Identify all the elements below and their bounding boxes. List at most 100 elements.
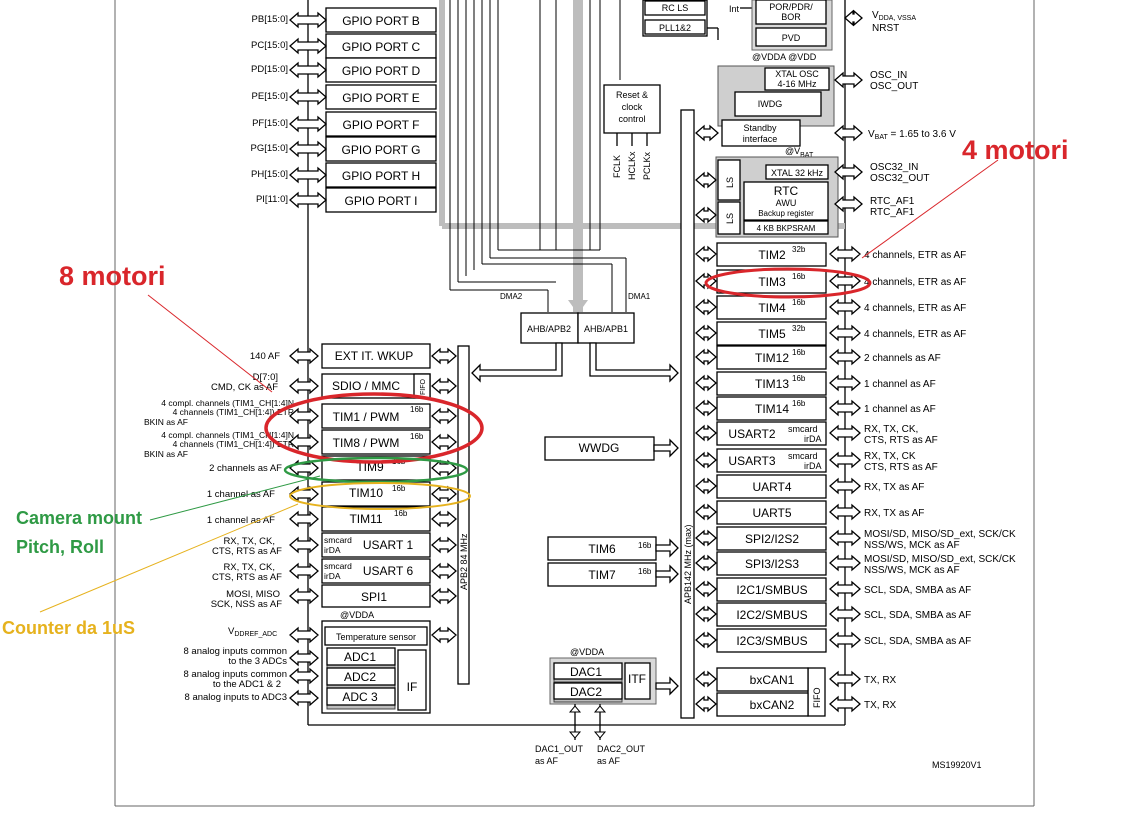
apb1-peripheral-label: USART3 (728, 454, 775, 468)
apb1-peripheral-box (716, 526, 827, 551)
apb2-pin-arrow (289, 433, 319, 451)
dac2-label: DAC2 (570, 685, 602, 699)
apb1-pin-arrow (829, 631, 861, 649)
apb1-pin-arrow (829, 580, 861, 598)
apb1-peripheral-pin: 1 channel as AF (864, 404, 936, 415)
apb1-peripheral-pin: RX, TX as AF (864, 482, 924, 493)
apb2-pin-arrow (289, 667, 319, 685)
tim10-tag: 16b (392, 484, 406, 493)
gpio-port-arrow (289, 88, 327, 106)
apb1-pin-arrow (829, 529, 861, 547)
gpio-port-box (325, 187, 437, 213)
apb1-peripheral-box (716, 396, 827, 421)
apb1-peripheral-box (716, 577, 827, 602)
apb2-bus: APB2 84 MHz (457, 345, 470, 685)
gpio-port-arrow (289, 115, 327, 133)
gpio-port-pin: PC[15:0] (251, 40, 288, 51)
dac2-out-af: as AF (597, 756, 621, 766)
tim8-label: TIM8 / PWM (333, 436, 400, 450)
adc-pin-1a: 8 analog inputs common (183, 646, 287, 657)
awu-label: AWU (776, 198, 797, 208)
apb1-peripheral-pin: SCL, SDA, SMBA as AF (864, 636, 971, 647)
apb1-peripheral-pin: 2 channels as AF (864, 353, 941, 364)
power-pin-arrow (834, 71, 863, 89)
gpio-port-arrow (289, 166, 327, 184)
tim8-pin-3: BKIN as AF (144, 449, 188, 459)
apb1-pin-arrow (829, 298, 861, 316)
spi1-label: SPI1 (361, 590, 387, 604)
can-fifo-label: FIFO (812, 688, 822, 709)
figure-id: MS19920V1 (932, 760, 982, 770)
reset-label-2: clock (622, 102, 643, 112)
apb1-peripheral-box (716, 500, 827, 525)
apb1-bus-label: APB142 MHz (max) (683, 524, 693, 604)
internal-bus-matrix (439, 0, 845, 314)
apb2-bus-arrow (431, 510, 457, 528)
tim1-label: TIM1 / PWM (333, 410, 400, 424)
apb1-bus-arrow (695, 554, 717, 572)
apb2-bus-arrow (431, 626, 457, 644)
gpio-port-label: GPIO PORT H (342, 169, 420, 183)
usart1-pin-1: RX, TX, CK, (223, 536, 275, 547)
usart1-label: USART 1 (363, 538, 414, 552)
apb2-bus-arrow (431, 407, 457, 425)
usart6-tag-2: irDA (324, 571, 341, 581)
apb2-bus-arrow (431, 485, 457, 503)
xtal-osc-label-1: XTAL OSC (775, 69, 819, 79)
apb1-peripheral-label: UART4 (752, 480, 791, 494)
tim7-tag: 16b (638, 567, 652, 576)
apb2-bus-arrow (431, 347, 457, 365)
vbat-pin: VBAT = 1.65 to 3.6 V (868, 129, 956, 141)
apb1-pin-arrow (829, 399, 861, 417)
apb1-peripheral-label: USART2 (728, 427, 775, 441)
ahb-apb2-label: AHB/APB2 (527, 324, 571, 334)
apb1-peripheral-pin: RX, TX as AF (864, 508, 924, 519)
dac1-out-af: as AF (535, 756, 559, 766)
apb1-bus-arrow (695, 580, 717, 598)
apb1-peripheral-box (716, 628, 827, 653)
apb1-bus-arrow (695, 477, 717, 495)
apb1-peripheral-box (716, 371, 827, 396)
apb1-peripheral-box (716, 448, 827, 473)
apb1-bus-arrow (695, 348, 717, 366)
dac1-label: DAC1 (570, 665, 602, 679)
apb1-peripheral-box (716, 602, 827, 627)
apb1-pin-arrow (829, 245, 861, 263)
apb1-peripheral-pin2: NSS/WS, MCK as AF (864, 565, 960, 576)
usart1-pin-2: CTS, RTS as AF (212, 546, 282, 557)
apb1-peripheral-box (716, 345, 827, 370)
apb2-bus-arrow (431, 459, 457, 477)
iwdg-label: IWDG (758, 99, 783, 109)
can-pin-arrow (829, 695, 861, 713)
apb1-peripheral-label: UART5 (752, 506, 791, 520)
gpio-port-box (325, 84, 437, 110)
tim9-pin: 2 channels as AF (209, 463, 282, 474)
apb1-pin-arrow (829, 605, 861, 623)
tim11-pin: 1 channel as AF (207, 515, 275, 526)
apb1-peripheral-box (716, 474, 827, 499)
dac-vdda-label: @VDDA (570, 647, 604, 657)
gpio-port-label: GPIO PORT B (342, 14, 420, 28)
power-pin-arrow (834, 195, 863, 213)
can-pin-arrow (829, 670, 861, 688)
tim1-tag: 16b (410, 405, 424, 414)
apb1-pin-arrow (829, 554, 861, 572)
reset-label-3: control (618, 114, 645, 124)
power-pin-arrow (844, 9, 863, 27)
apb1-peripheral-pin: RX, TX, CK, (864, 424, 918, 435)
apb1-peripheral-pin: MOSI/SD, MISO/SD_ext, SCK/CK (864, 554, 1016, 565)
apb2-pin-arrow (289, 347, 319, 365)
tim8-pin-2: 4 channels (TIM1_CH[1:4]) ETR (173, 439, 294, 449)
rtc-af2-pin: RTC_AF1 (870, 207, 915, 218)
gpio-port-arrow (289, 37, 327, 55)
apb1-peripheral-label: TIM5 (758, 327, 786, 341)
apb1-peripheral-tag: 16b (792, 348, 806, 357)
bor-label: BOR (781, 12, 801, 22)
wwdg-label: WWDG (579, 441, 620, 455)
apb1-bus: APB142 MHz (max) (680, 109, 695, 719)
tim6-label: TIM6 (588, 542, 616, 556)
apb1-peripheral-label: TIM13 (755, 377, 789, 391)
